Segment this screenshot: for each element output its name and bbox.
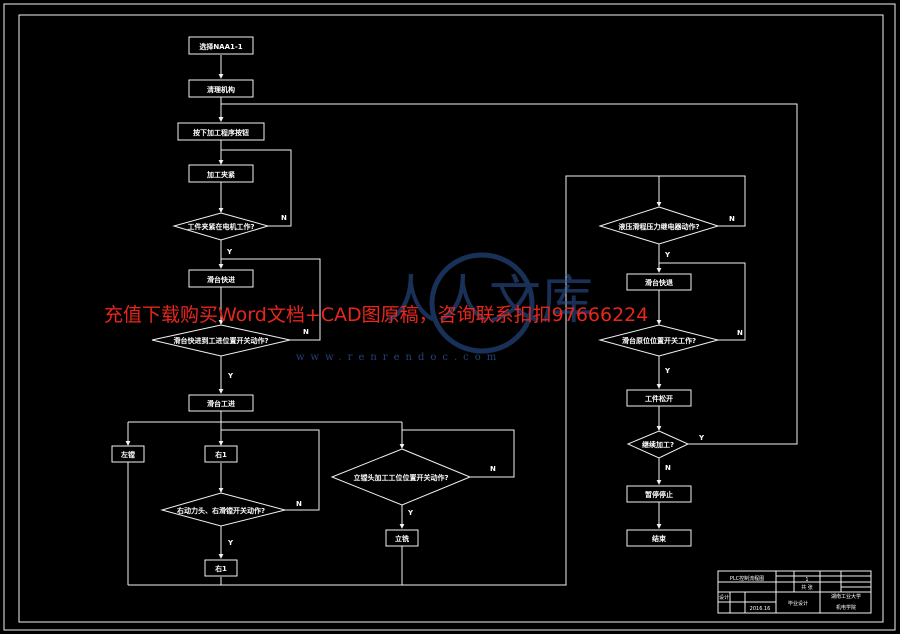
title-block: PLC控制流程图 共 张 1 设计 2016.16 毕业设计 湖南工业大学 机电…	[717, 570, 872, 614]
flow-node-right-1a	[204, 445, 238, 463]
flow-node-pause	[626, 485, 692, 503]
outer-frame	[3, 3, 896, 631]
title-drawing-name: PLC控制流程图	[730, 575, 764, 582]
flow-node-start-button-label: 按下加工程序按钮	[193, 128, 249, 137]
flow-decision-vertical-head-label: 立镗头加工工位位置开关动作?	[353, 473, 448, 482]
flow-node-work-feed	[188, 394, 254, 412]
title-project: 毕业设计	[788, 600, 808, 607]
flow-decision-pressure	[598, 206, 720, 245]
flow-node-left-bore	[111, 445, 145, 463]
title-date: 2016.16	[750, 606, 771, 612]
watermark-promo[interactable]: 充值下载购买Word文档+CAD图原稿，咨询联系扣扣97666224	[104, 304, 649, 326]
flow-node-unclamp	[626, 389, 692, 407]
flow-node-work-feed-label: 滑台工进	[207, 399, 235, 408]
flow-decision-clamp	[172, 212, 270, 241]
no-label: N	[665, 464, 671, 472]
flow-node-unclamp-label: 工件松开	[645, 394, 673, 403]
inner-frame	[18, 14, 884, 623]
no-label: N	[490, 465, 496, 473]
yes-label: Y	[226, 248, 233, 256]
yes-label: Y	[664, 251, 671, 259]
flow-node-vertical-mill	[385, 529, 419, 547]
flow-node-rapid-feed-label: 滑台快进	[207, 275, 235, 284]
flow-node-right-1b-label: 右1	[214, 564, 227, 573]
flow-decision-clamp-label: 工件夹紧在电机工作?	[187, 222, 254, 231]
flow-node-right-1a-label: 右1	[214, 450, 227, 459]
no-label: N	[281, 214, 287, 222]
yes-label: Y	[698, 434, 705, 442]
title-school: 湖南工业大学	[831, 593, 861, 600]
title-sheet-label: 共 张	[801, 584, 813, 591]
flow-node-right-1b	[204, 559, 238, 577]
flow-node-rapid-feed	[188, 269, 254, 288]
watermark-logo-text: 人人文库	[385, 271, 593, 331]
flow-node-clean	[188, 79, 254, 98]
flow-node-left-bore-label: 左镗	[120, 450, 135, 459]
watermark-logo: 人人文库	[385, 252, 593, 354]
flow-node-end-label: 结束	[651, 534, 667, 543]
yes-label: Y	[227, 539, 234, 547]
yes-label: Y	[664, 367, 671, 375]
flow-decision-vertical-head	[330, 448, 472, 506]
flow-decision-continue-label: 继续加工?	[642, 440, 674, 449]
no-label: N	[296, 500, 302, 508]
flow-node-end	[626, 529, 692, 547]
flow-node-vertical-mill-label: 立铣	[395, 534, 409, 543]
yes-label: Y	[227, 372, 234, 380]
watermark-url: www.renrendoc.com	[296, 352, 503, 363]
flow-decision-feed-switch-label: 滑台快进到工进位置开关动作?	[173, 336, 268, 345]
flow-node-rapid-return-label: 滑台快退	[645, 278, 673, 287]
flow-decision-right-head	[160, 492, 286, 527]
flow-decision-home-label: 滑台原位位置开关工作?	[622, 336, 696, 345]
title-design-label: 设计	[719, 594, 729, 601]
flow-node-start-button	[177, 122, 265, 141]
no-label: N	[303, 328, 309, 336]
flow-decision-home	[598, 324, 720, 357]
flow-decision-feed-switch	[151, 324, 291, 357]
flow-decision-continue	[626, 430, 690, 459]
flow-decision-right-head-label: 右动力头、右滑镗开关动作?	[176, 506, 265, 515]
flow-node-select	[188, 36, 254, 55]
flow-node-pause-label: 暂停停止	[645, 490, 673, 499]
title-major: 机电学院	[836, 604, 856, 611]
flow-node-rapid-return	[626, 273, 692, 291]
no-label: N	[737, 329, 743, 337]
flow-node-clamp-label: 加工夹紧	[206, 170, 235, 179]
yes-label: Y	[407, 509, 414, 517]
flow-node-select-label: 选择NAA1-1	[199, 42, 242, 51]
flow-node-clean-label: 清理机构	[207, 85, 235, 94]
no-label: N	[729, 215, 735, 223]
flow-node-clamp	[188, 164, 254, 183]
title-qty: 1	[805, 577, 808, 583]
flow-decision-pressure-label: 液压滑程压力继电器动作?	[618, 222, 699, 231]
